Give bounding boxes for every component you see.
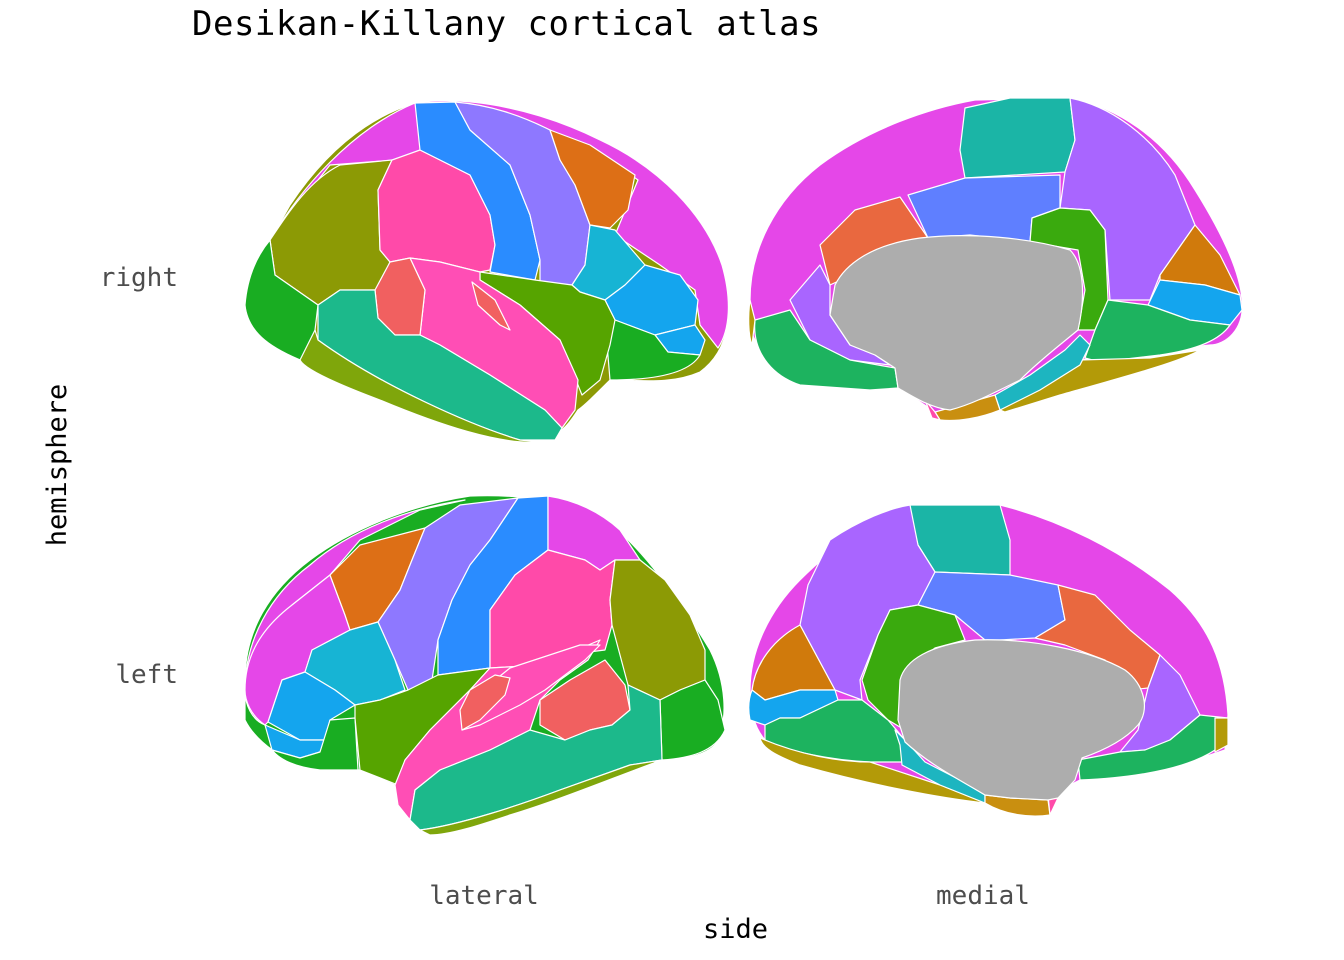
region-lateralorbitofrontal: [271, 717, 359, 771]
region-caudalmiddlefrontal: [549, 129, 636, 229]
region-fusiform: [999, 349, 1201, 413]
brain-left-lateral: [244, 495, 726, 836]
chart-title: Desikan-Killany cortical atlas: [192, 4, 822, 44]
region-entorhinal: [934, 394, 1001, 422]
region-lingual-blue: [748, 689, 839, 726]
brain-left-medial: [748, 504, 1229, 817]
col-label-lateral: lateral: [429, 881, 539, 911]
region-superiorfrontal: [269, 100, 729, 349]
region-inferiorparietal: [269, 159, 393, 306]
region-lateraloccipital: [659, 679, 726, 761]
region-transversetemporal: [471, 281, 511, 331]
region-parahippocampal: [994, 334, 1091, 411]
region-superiorfrontal: [244, 499, 466, 726]
medial-rim-olive: [748, 299, 756, 346]
region-frontalpole-olive: [1214, 717, 1229, 753]
row-label-right: right: [99, 263, 178, 293]
region-supramarginal: [489, 549, 616, 669]
col-label-medial: medial: [936, 881, 1030, 911]
subcortical-gray: [829, 235, 1084, 411]
region-lingual: [1084, 299, 1231, 363]
region-inferiortemporal-strip: [299, 329, 541, 443]
region-paracentral: [959, 97, 1076, 179]
brain-right-lateral: [244, 100, 730, 443]
brain-right-medial: [748, 97, 1243, 422]
region-lateralorbitofrontal: [754, 309, 899, 391]
region-lateralorbitofrontal: [604, 319, 701, 381]
region-inferiortemporal: [419, 759, 663, 836]
subcortical-gray: [897, 639, 1146, 801]
region-temporalpole: [924, 399, 941, 421]
x-axis-title: side: [703, 914, 769, 945]
region-transversetemporal: [459, 674, 511, 731]
row-label-left: left: [115, 660, 178, 690]
region-lateralorbitofrontal: [1077, 714, 1229, 781]
region-fusiform: [759, 737, 986, 804]
